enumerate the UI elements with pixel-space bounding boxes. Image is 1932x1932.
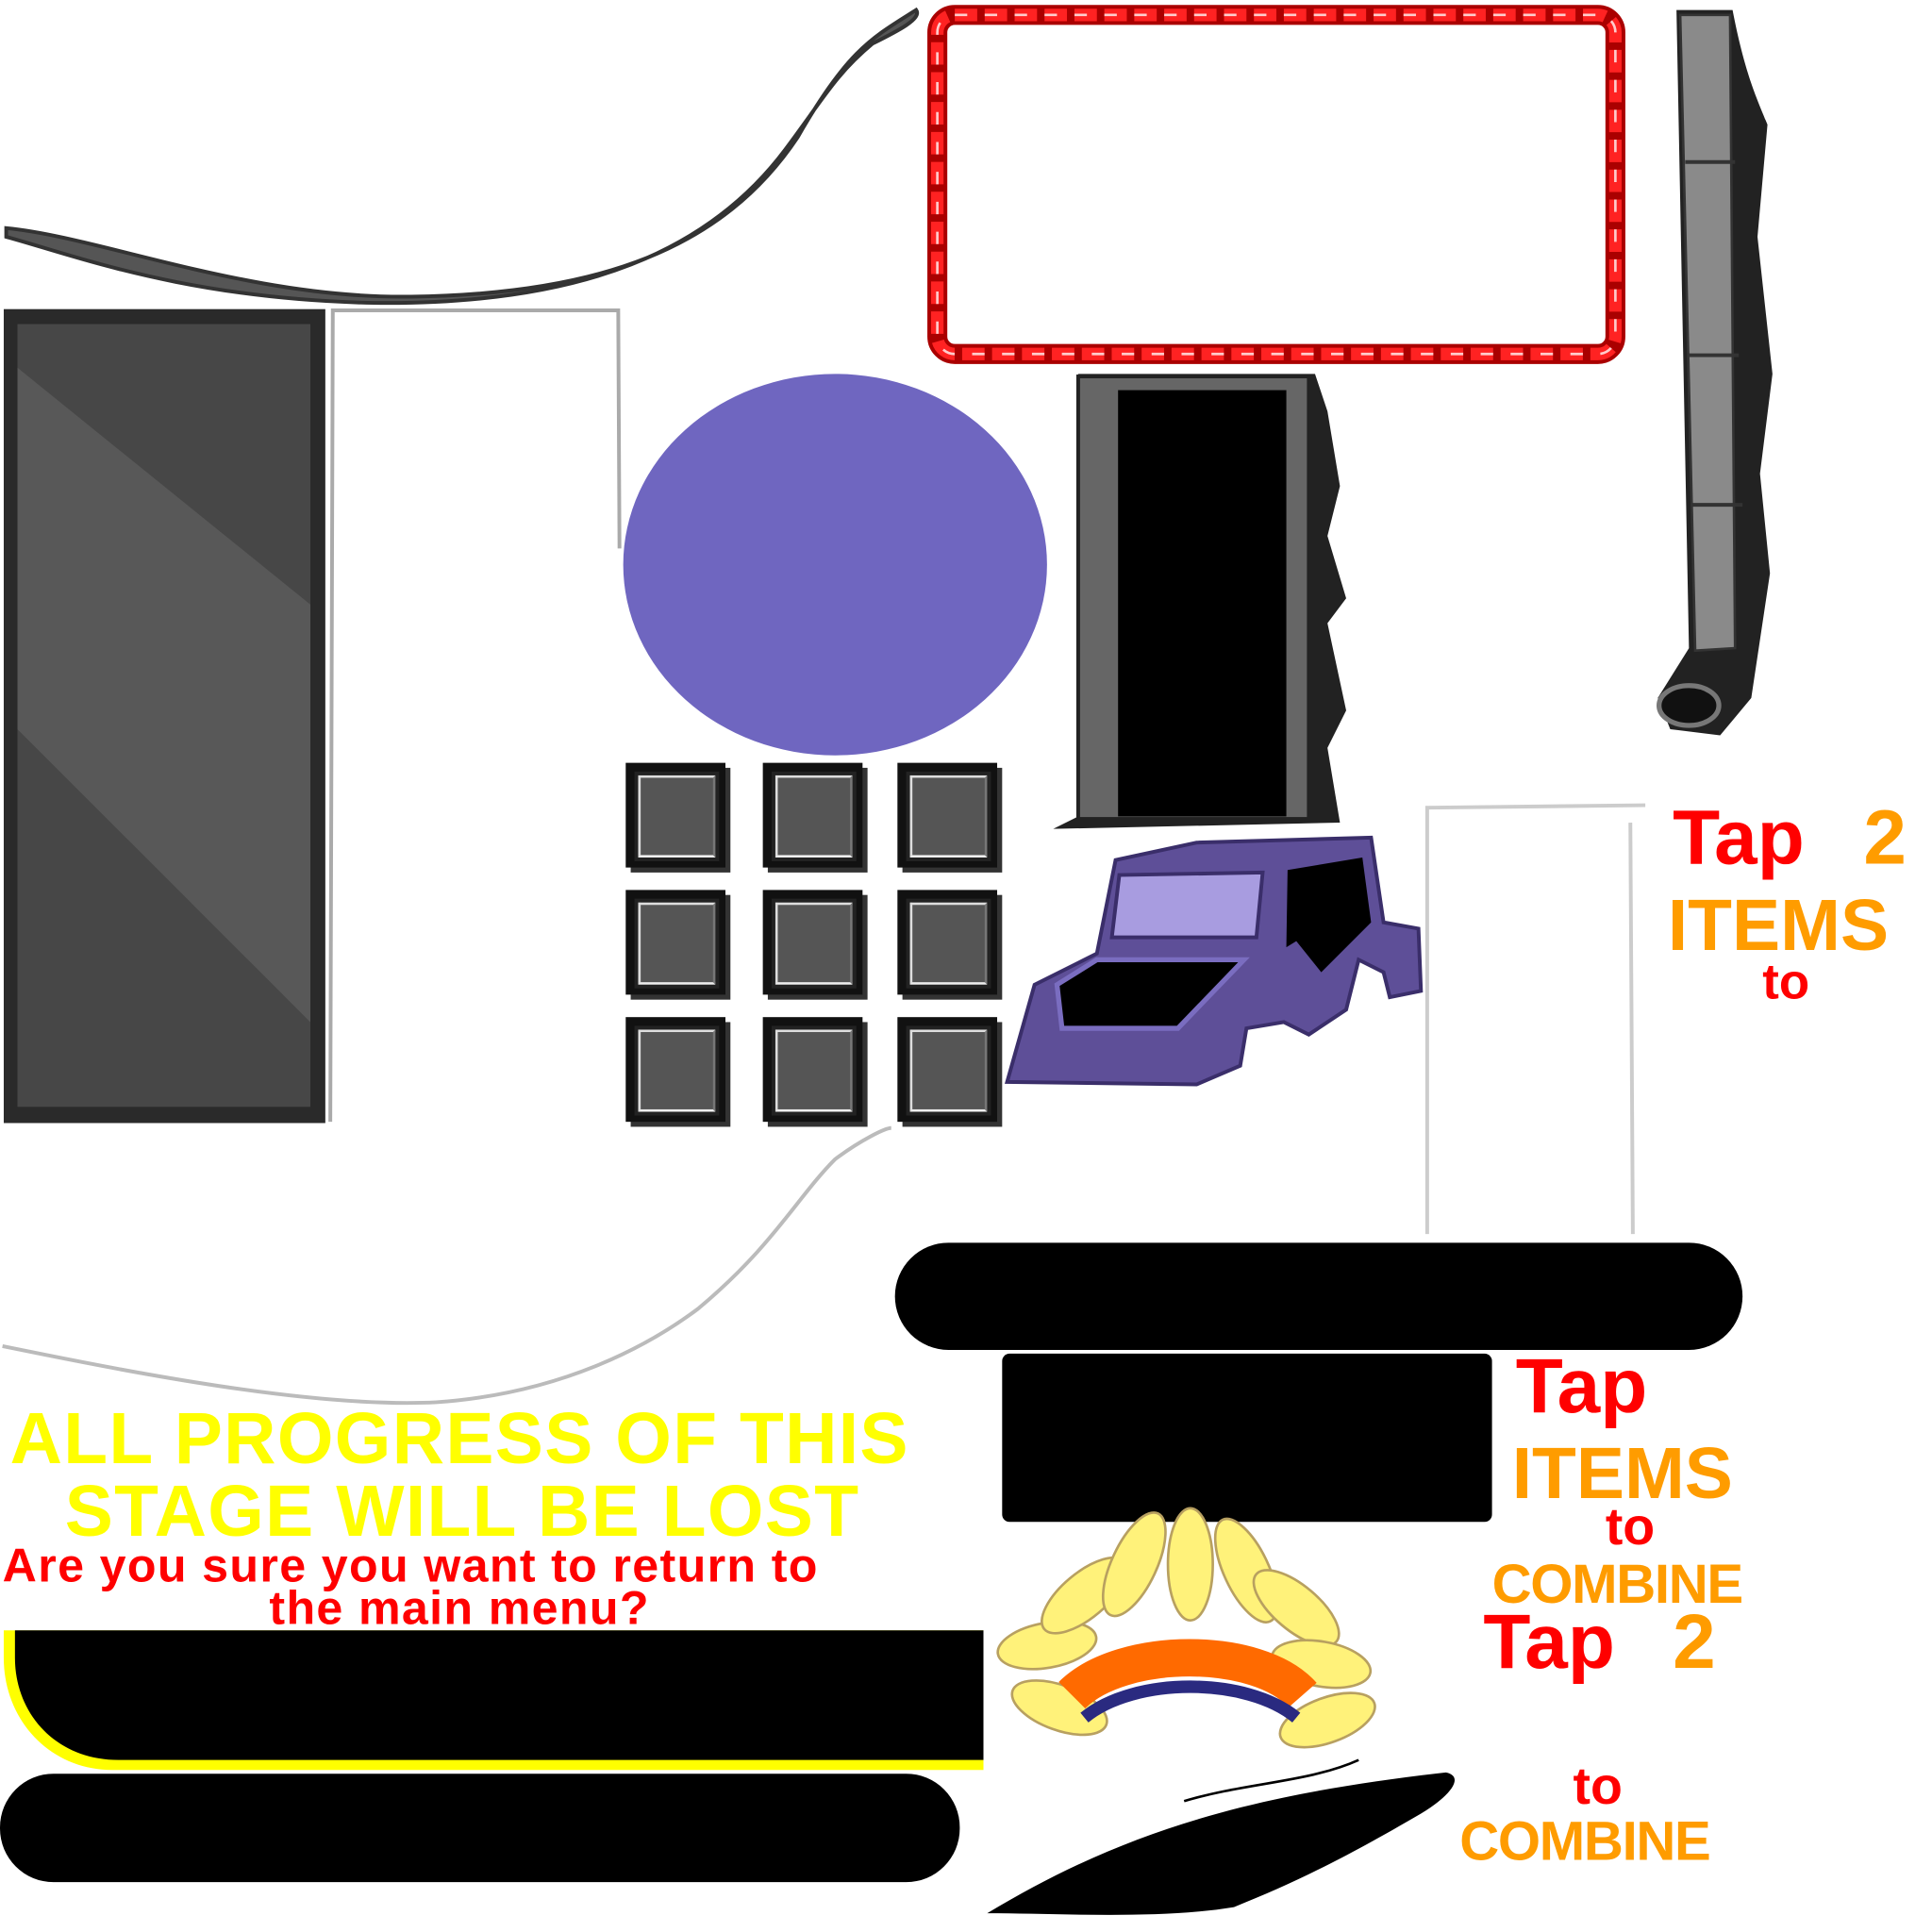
hint-combine: COMBINE [1491, 1554, 1744, 1616]
inventory-slot[interactable] [762, 762, 863, 868]
drain-pipe [1656, 9, 1773, 736]
inventory-slot[interactable] [625, 1017, 725, 1123]
thin-grey-swoosh [2, 1125, 892, 1406]
hint-items: ITEMS [1667, 885, 1890, 966]
warning-line-2: STAGE WILL BE LOST [64, 1471, 860, 1553]
door [1053, 374, 1346, 829]
hint-combine: COMBINE [1459, 1810, 1711, 1873]
rope-frame [927, 5, 1625, 364]
black-pill-button [0, 1774, 960, 1883]
inventory-slot[interactable] [625, 762, 725, 868]
black-button-yellow-edge [3, 1630, 984, 1771]
inventory-slot[interactable] [897, 1017, 998, 1123]
question-line-2: the main menu? [269, 1583, 650, 1636]
hint-tap: Tap [1483, 1599, 1615, 1686]
grey-swoosh [4, 7, 920, 306]
black-panel [1002, 1353, 1492, 1523]
hint-tap: Tap [1673, 794, 1805, 882]
thin-outline-frame-right [1424, 803, 1646, 1235]
hint-two: 2 [1673, 1599, 1716, 1686]
inventory-slot[interactable] [762, 890, 863, 995]
hint-to: to [1573, 1756, 1623, 1815]
hint-items: ITEMS [1511, 1433, 1733, 1515]
purple-circle [623, 374, 1047, 756]
warning-line-1: ALL PROGRESS OF THIS [9, 1398, 909, 1480]
inventory-slot[interactable] [897, 762, 998, 868]
hint-to: to [1762, 955, 1810, 1010]
black-swoosh [987, 1758, 1456, 1915]
question-line-1: Are you sure you want to return to [2, 1541, 819, 1593]
hint-two: 2 [1863, 794, 1907, 882]
inventory-slot[interactable] [897, 890, 998, 995]
inventory-slot[interactable] [762, 1017, 863, 1123]
thin-outline-frame [328, 308, 622, 1123]
feather-headdress [996, 1507, 1376, 1749]
dark-panel [3, 308, 325, 1124]
purple-car [1004, 835, 1424, 1087]
hint-tap: Tap [1515, 1343, 1648, 1430]
inventory-slot[interactable] [625, 890, 725, 995]
black-pill-bar [894, 1242, 1743, 1350]
hint-to: to [1605, 1496, 1656, 1556]
